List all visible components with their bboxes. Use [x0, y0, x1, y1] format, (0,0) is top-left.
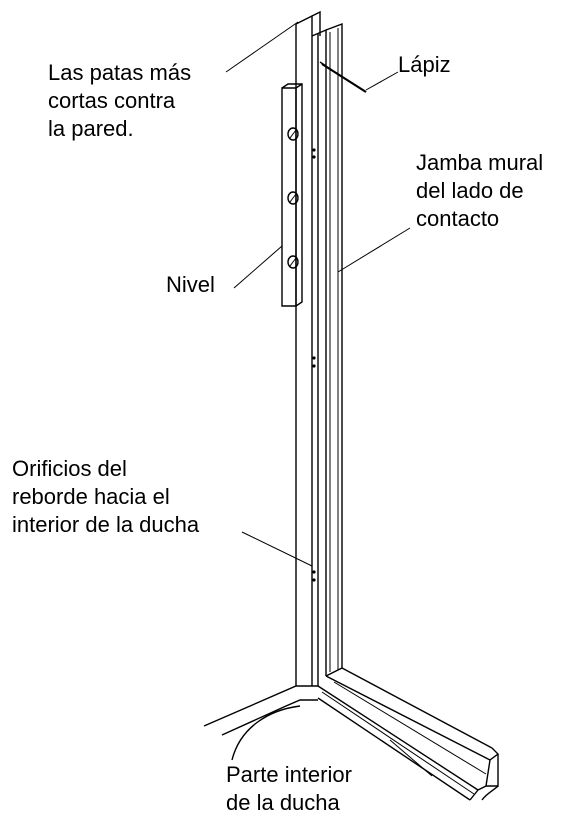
level-label: Nivel: [166, 272, 215, 297]
inside-label-line1: Parte interior: [226, 762, 352, 787]
shower-floor-outline: [203, 685, 318, 761]
holes-label-line1: Orificios del: [12, 456, 127, 481]
leader-lines: [225, 21, 433, 777]
callout-labels: Las patas más cortas contra la pared. Lá…: [12, 52, 543, 815]
jamb-label-line2: del lado de: [416, 178, 524, 203]
holes-label-line2: reborde hacia el: [12, 484, 170, 509]
holes-label-line3: interior de la ducha: [12, 512, 200, 537]
hole: [312, 364, 316, 368]
jamb-label-line1: Jamba mural: [416, 150, 543, 175]
level-tool: [281, 83, 303, 307]
pencil: [319, 61, 367, 93]
hole: [312, 148, 316, 152]
pencil-label: Lápiz: [398, 52, 451, 77]
legs-label-line1: Las patas más: [48, 60, 191, 85]
hole: [312, 578, 316, 582]
legs-label-line2: cortas contra: [48, 88, 176, 113]
jamb-label-line3: contacto: [416, 206, 499, 231]
hole: [312, 356, 316, 360]
legs-label-line3: la pared.: [48, 116, 134, 141]
hole: [312, 570, 316, 574]
wall-jamb: [295, 10, 500, 801]
hole: [312, 155, 316, 159]
inside-label-line2: de la ducha: [226, 790, 341, 815]
flange-holes: [312, 148, 316, 582]
